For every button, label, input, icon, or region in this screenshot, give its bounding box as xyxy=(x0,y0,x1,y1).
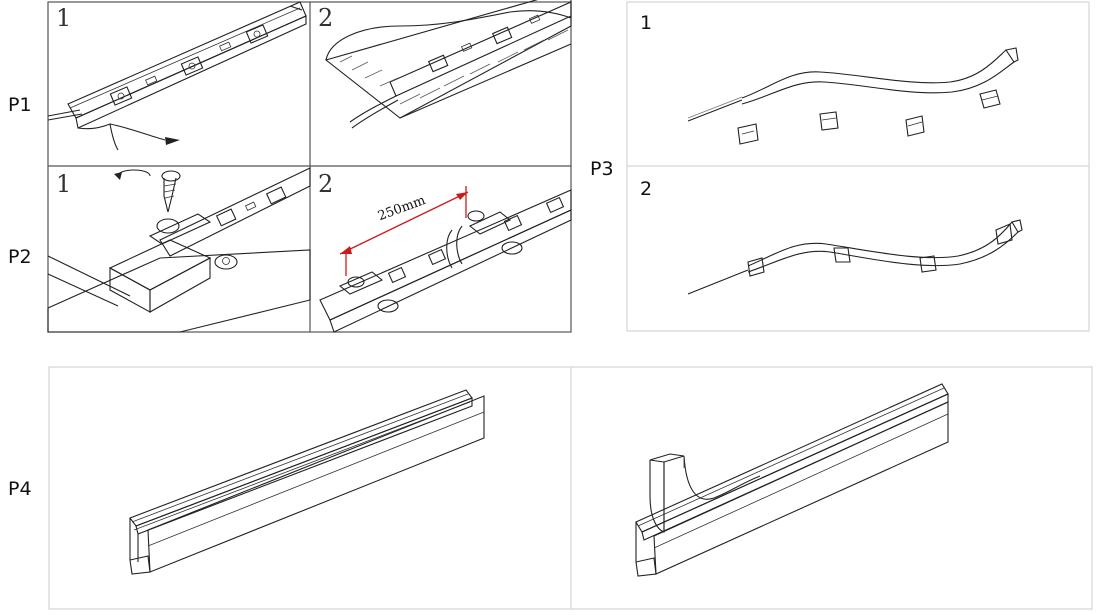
p2-clip-spacing xyxy=(319,186,572,333)
p1-step1-number: 1 xyxy=(56,4,72,32)
p1-step2-number: 2 xyxy=(318,4,334,32)
p4-frame xyxy=(48,366,1093,610)
label-p3: P3 xyxy=(590,158,614,180)
p4-channel-with-neon xyxy=(635,383,949,577)
p1-strip-on-surface xyxy=(324,0,572,129)
p1-led-strip-peel xyxy=(47,1,307,151)
p4-channel-profile xyxy=(129,389,485,575)
p3-frame xyxy=(626,1,1090,332)
p3-step1-number: 1 xyxy=(640,12,653,34)
mounting-clip xyxy=(819,111,839,131)
mounting-clip xyxy=(905,115,925,137)
p2-clip-screw-install xyxy=(47,167,311,333)
p2-step1-number: 1 xyxy=(56,170,72,198)
p3-step2-number: 2 xyxy=(640,178,653,200)
mounting-clip xyxy=(979,89,1001,109)
rotate-arrow-icon xyxy=(114,169,151,180)
screw-icon xyxy=(161,170,181,213)
label-p1: P1 xyxy=(8,94,32,116)
label-p2: P2 xyxy=(8,246,32,268)
label-p4: P4 xyxy=(8,478,32,500)
p3-neon-clipped xyxy=(687,219,1023,295)
mounting-clip xyxy=(737,123,759,145)
p2-step2-number: 2 xyxy=(318,170,334,198)
p3-neon-with-clips xyxy=(687,47,1019,145)
